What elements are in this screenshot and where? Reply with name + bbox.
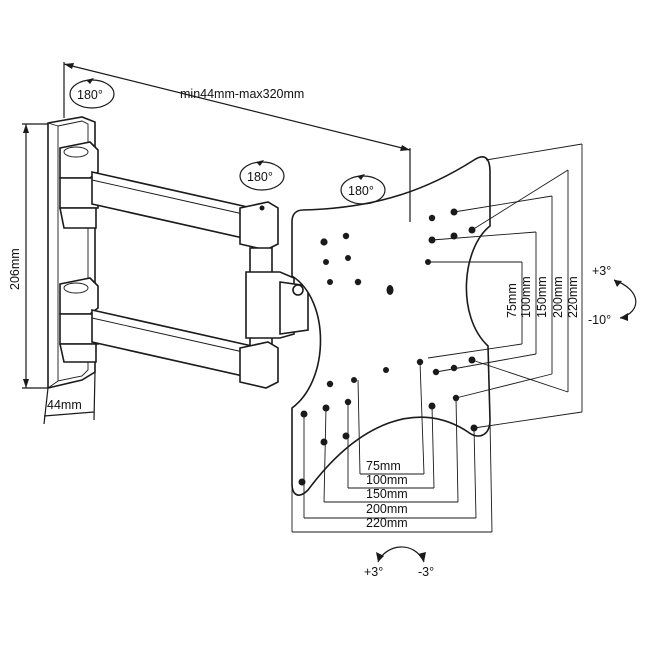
- upper-arm-joint: [239, 201, 279, 251]
- vesa-h-150: 150mm: [366, 487, 408, 501]
- depth-dimension: [43, 371, 96, 425]
- extension-label: min44mm-max320mm: [180, 87, 304, 101]
- vesa-v-200: 200mm: [551, 276, 565, 318]
- wall-hinge-lower: [59, 277, 99, 363]
- vesa-v-150: 150mm: [535, 276, 549, 318]
- height-label: 206mm: [8, 248, 22, 290]
- rotate-wall-label: 180°: [77, 88, 103, 102]
- vesa-v-220: 220mm: [566, 276, 580, 318]
- vesa-v-100: 100mm: [519, 276, 533, 318]
- lower-arm-joint: [239, 341, 279, 389]
- tilt-icon: [613, 279, 637, 321]
- vesa-h-100: 100mm: [366, 473, 408, 487]
- vesa-horizontal-dimensions: [291, 361, 493, 533]
- depth-label: 44mm: [47, 398, 82, 412]
- rotate-arm-icon: [239, 160, 285, 191]
- center-tilt-hinge: [245, 271, 309, 339]
- rotate-plate-icon: [340, 174, 386, 205]
- wall-hinge-upper: [59, 141, 99, 229]
- vesa-h-75: 75mm: [366, 459, 401, 473]
- height-dimension: [22, 123, 48, 389]
- vesa-v-75: 75mm: [505, 283, 519, 318]
- tilt-up-label: +3°: [592, 264, 611, 278]
- rotate-wall-icon: [69, 78, 115, 109]
- vesa-plate: [291, 156, 491, 496]
- vesa-h-220: 220mm: [366, 516, 408, 530]
- rotate-plate-label: 180°: [348, 184, 374, 198]
- lower-arm: [91, 309, 253, 379]
- swivel-right-label: -3°: [418, 565, 434, 579]
- swivel-left-label: +3°: [364, 565, 383, 579]
- extension-dimension: [63, 62, 411, 222]
- upper-arm: [91, 171, 253, 241]
- swivel-icon: [376, 546, 426, 563]
- vesa-vertical-dimensions: [427, 143, 583, 429]
- vesa-h-200: 200mm: [366, 502, 408, 516]
- rotate-arm-label: 180°: [247, 170, 273, 184]
- tilt-down-label: -10°: [588, 313, 611, 327]
